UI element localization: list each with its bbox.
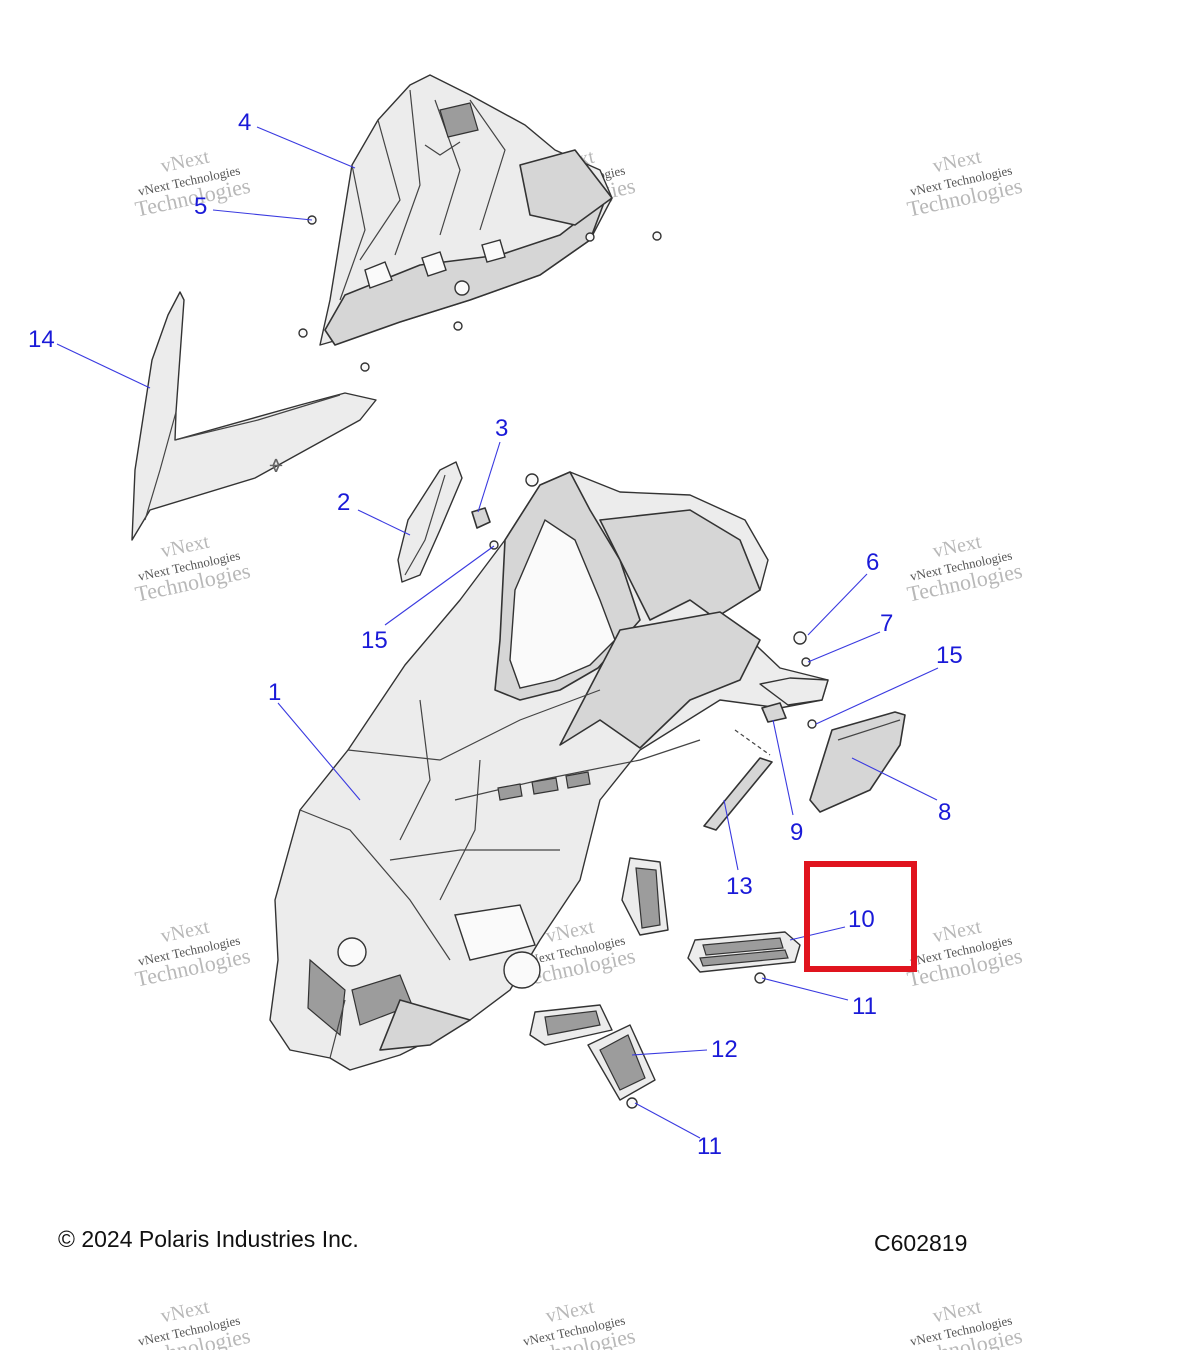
- windshield-screws: [298, 215, 662, 372]
- callout-10: 10: [848, 906, 875, 933]
- watermark: vNext vNext Technologies Technologies: [133, 146, 253, 222]
- watermark: vNext vNext Technologies Technologies: [905, 1296, 1025, 1350]
- part-clip-3: [471, 507, 491, 529]
- callout-9: 9: [790, 819, 803, 846]
- part-side-trim: ᚖ: [131, 291, 377, 541]
- callout-1: 1: [268, 679, 281, 706]
- callout-6: 6: [866, 549, 879, 576]
- callout-labels: 1 2 3 4 5 6 7 8 9 10 11 11 12 13 14 15 1…: [28, 109, 963, 1160]
- leader-lines: [56, 126, 939, 1139]
- svg-text:ᚖ: ᚖ: [269, 457, 283, 474]
- part-panel-8: [809, 711, 906, 813]
- watermark: vNext vNext Technologies Technologies: [905, 531, 1025, 607]
- callout-13: 13: [726, 873, 753, 900]
- callout-14: 14: [28, 326, 55, 353]
- callout-3: 3: [495, 415, 508, 442]
- part-bracket-9: [759, 677, 829, 723]
- drawing-number: C602819: [874, 1230, 968, 1256]
- watermark: vNext vNext Technologies Technologies: [905, 146, 1025, 222]
- copyright-text: © 2024 Polaris Industries Inc.: [58, 1226, 359, 1252]
- watermark: vNext vNext Technologies Technologies: [133, 531, 253, 607]
- watermark: vNext vNext Technologies Technologies: [133, 1296, 253, 1350]
- part-hood: [269, 471, 829, 1071]
- callout-8: 8: [938, 799, 951, 826]
- callout-12: 12: [711, 1036, 738, 1063]
- callout-7: 7: [880, 610, 893, 637]
- callout-15-right: 15: [936, 642, 963, 669]
- watermark: vNext vNext Technologies Technologies: [133, 916, 253, 992]
- callout-5: 5: [194, 193, 207, 220]
- callout-11-upper: 11: [852, 993, 877, 1020]
- highlight-box: [804, 861, 917, 972]
- part-grilles-12: [529, 857, 669, 1101]
- callout-15-left: 15: [361, 627, 388, 654]
- part-strip-13: [703, 729, 773, 831]
- part-panel-2: [397, 461, 463, 583]
- part-grommets-11: [626, 972, 766, 1109]
- watermark: vNext vNext Technologies Technologies: [518, 1296, 638, 1350]
- part-windshield: [319, 74, 613, 346]
- callout-4: 4: [238, 109, 251, 136]
- callout-2: 2: [337, 489, 350, 516]
- part-grille-10: [687, 931, 801, 973]
- callout-11-lower: 11: [697, 1133, 722, 1160]
